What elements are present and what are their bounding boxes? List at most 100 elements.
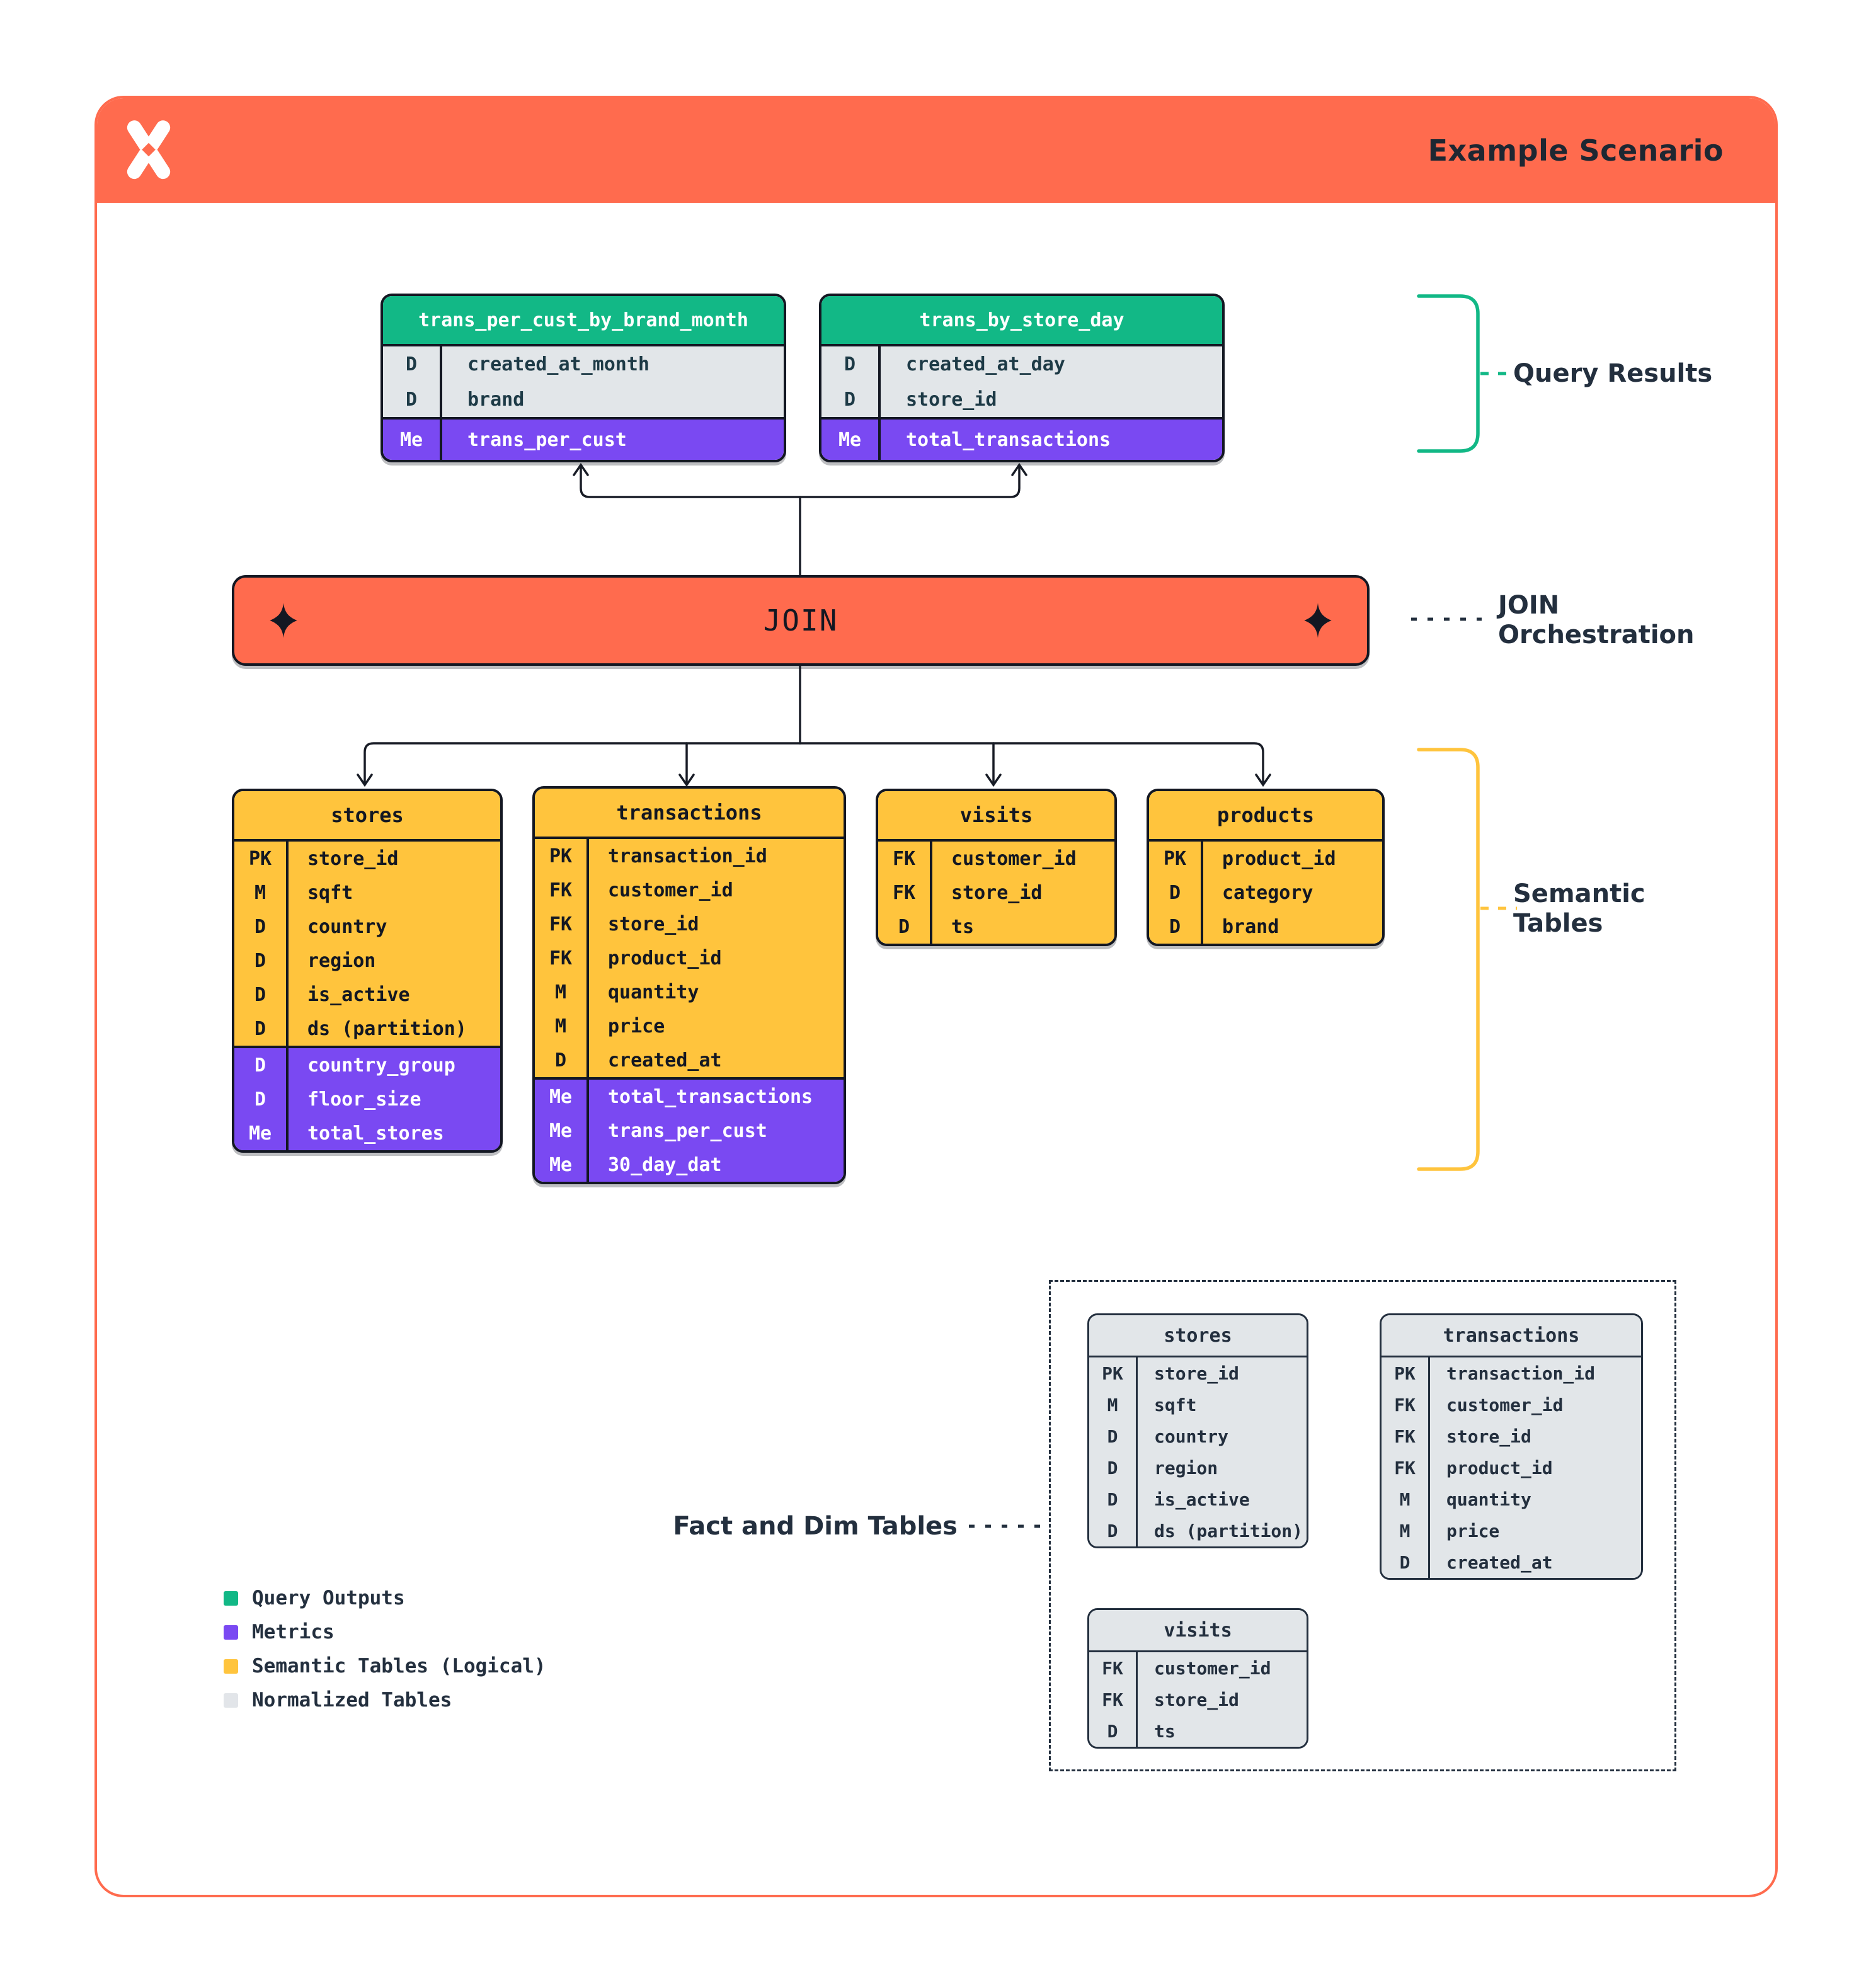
row-field: transaction_id bbox=[1446, 1362, 1596, 1384]
row-key: D bbox=[1089, 1452, 1138, 1483]
legend-swatch bbox=[224, 1693, 238, 1708]
table-title: stores bbox=[1089, 1315, 1307, 1357]
row-key: D bbox=[1089, 1715, 1138, 1747]
row-key: FK bbox=[878, 842, 932, 876]
row-field: region bbox=[307, 949, 376, 972]
row-key: D bbox=[1089, 1420, 1138, 1452]
row-key: D bbox=[821, 382, 881, 417]
row-field: trans_per_cust bbox=[608, 1119, 767, 1142]
row-key: PK bbox=[1089, 1357, 1138, 1389]
row-key: Me bbox=[535, 1080, 589, 1114]
row-field: product_id bbox=[1446, 1457, 1553, 1478]
row-key: FK bbox=[1089, 1652, 1138, 1684]
row-key: D bbox=[383, 346, 442, 382]
row-field: quantity bbox=[1446, 1488, 1531, 1510]
join-orchestration-label-line: Orchestration bbox=[1498, 620, 1695, 649]
row-field: brand bbox=[1222, 915, 1279, 938]
row-key: FK bbox=[878, 876, 932, 910]
semantic-tables-label-line: Semantic bbox=[1513, 879, 1645, 908]
legend-item-label: Metrics bbox=[252, 1621, 335, 1643]
row-field: country bbox=[1154, 1425, 1229, 1447]
row-field: store_id bbox=[1154, 1362, 1239, 1384]
legend-item-label: Normalized Tables bbox=[252, 1689, 452, 1711]
row-key: FK bbox=[535, 907, 589, 941]
table-title: trans_per_cust_by_brand_month bbox=[383, 296, 784, 346]
row-field: customer_id bbox=[608, 879, 733, 901]
join-orchestration-label-line: JOIN bbox=[1498, 591, 1560, 620]
row-key: Me bbox=[234, 1116, 289, 1150]
table-title: trans_by_store_day bbox=[821, 296, 1222, 346]
row-key: FK bbox=[1382, 1452, 1430, 1483]
legend: Query Outputs Metrics Semantic Tables (L… bbox=[224, 1581, 546, 1717]
row-field: product_id bbox=[1222, 847, 1336, 870]
row-field: store_id bbox=[951, 881, 1043, 904]
row-key: PK bbox=[234, 842, 289, 876]
row-field: customer_id bbox=[1154, 1657, 1271, 1679]
table-row: FK store_id bbox=[535, 907, 844, 941]
row-key: D bbox=[1382, 1546, 1430, 1578]
row-key: D bbox=[1149, 876, 1203, 910]
row-field: ts bbox=[1154, 1720, 1176, 1742]
row-field: store_id bbox=[1154, 1689, 1239, 1710]
legend-swatch bbox=[224, 1591, 238, 1606]
table-title: transactions bbox=[1382, 1315, 1641, 1357]
sparkle-icon bbox=[1304, 603, 1332, 638]
row-key: D bbox=[535, 1043, 589, 1077]
row-key: FK bbox=[1382, 1389, 1430, 1420]
row-field: ts bbox=[951, 915, 975, 938]
row-key: FK bbox=[535, 873, 589, 907]
semantic-tables-label: Semantic Tables bbox=[1513, 879, 1645, 939]
row-key: D bbox=[878, 910, 932, 944]
row-key: M bbox=[535, 975, 589, 1009]
query-results-label: Query Results bbox=[1513, 359, 1713, 388]
table-row: FK customer_id bbox=[535, 873, 844, 907]
row-field: total_stores bbox=[307, 1122, 444, 1145]
legend-item: Query Outputs bbox=[224, 1581, 546, 1615]
row-key: D bbox=[1089, 1515, 1138, 1546]
row-field: store_id bbox=[307, 847, 399, 870]
fact-dim-label: Fact and Dim Tables bbox=[673, 1512, 958, 1541]
row-field: transaction_id bbox=[608, 845, 767, 867]
row-field: created_at bbox=[1446, 1551, 1553, 1573]
legend-swatch bbox=[224, 1625, 238, 1640]
row-field: brand bbox=[467, 388, 525, 411]
table-title: products bbox=[1149, 791, 1382, 842]
row-field: store_id bbox=[608, 913, 699, 935]
row-key: M bbox=[1382, 1483, 1430, 1515]
row-field: country bbox=[307, 915, 387, 938]
table-row: PK store_id bbox=[234, 842, 500, 876]
row-key: D bbox=[234, 978, 289, 1012]
x-sparkle-logo-icon bbox=[127, 120, 171, 180]
table-title: visits bbox=[878, 791, 1114, 842]
row-field: category bbox=[1222, 881, 1313, 904]
